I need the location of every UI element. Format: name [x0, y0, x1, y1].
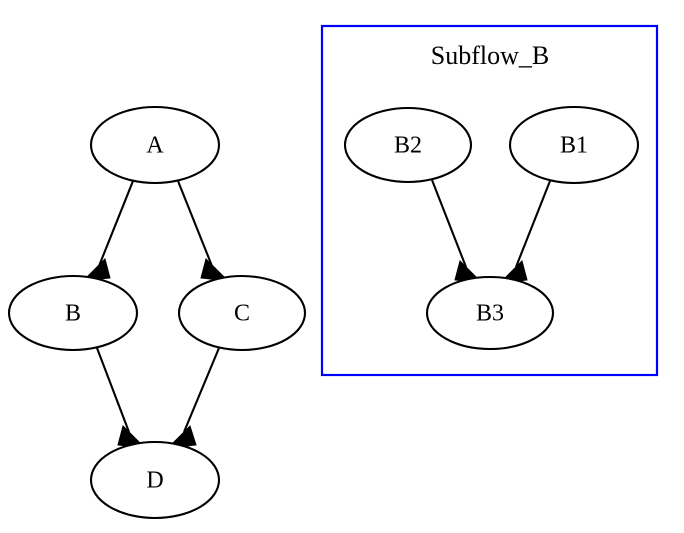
- node-b1[interactable]: B1: [508, 105, 640, 185]
- node-d-label: D: [146, 468, 163, 494]
- node-b3-ellipse: [425, 275, 555, 351]
- edge-a-to-b-line: [98, 180, 134, 267]
- edge-b-to-d[interactable]: [96, 347, 147, 449]
- edge-b-to-d-line: [96, 347, 130, 433]
- node-c-label: C: [234, 301, 250, 327]
- edge-b2-to-b3-line: [431, 179, 467, 268]
- node-b2[interactable]: B2: [343, 106, 473, 184]
- cluster-border-rect: [320, 24, 659, 377]
- edge-c-to-d[interactable]: [166, 347, 220, 449]
- node-d[interactable]: D: [89, 440, 221, 520]
- edge-a-to-b[interactable]: [81, 180, 134, 282]
- node-a-ellipse: [89, 105, 221, 185]
- edge-c-to-d-line: [183, 347, 220, 433]
- node-c[interactable]: C: [177, 274, 307, 352]
- edge-a-to-c-line: [177, 180, 213, 267]
- node-b3[interactable]: B3: [425, 275, 555, 351]
- node-b1-label: B1: [560, 133, 588, 159]
- node-b-label: B: [65, 301, 81, 327]
- node-group: A B C D B2 B1: [7, 105, 640, 520]
- edge-a-to-c[interactable]: [177, 180, 230, 282]
- node-b2-ellipse: [343, 106, 473, 184]
- edge-b2-to-b3[interactable]: [431, 179, 484, 284]
- edge-b1-to-b3-line: [515, 180, 551, 268]
- node-a[interactable]: A: [89, 105, 221, 185]
- node-b2-label: B2: [394, 133, 422, 159]
- node-c-ellipse: [177, 274, 307, 352]
- node-b-ellipse: [7, 274, 139, 352]
- cluster-subflow-b[interactable]: Subflow_B: [320, 24, 659, 377]
- node-a-label: A: [146, 133, 164, 159]
- node-b1-ellipse: [508, 105, 640, 185]
- node-d-ellipse: [89, 440, 221, 520]
- edge-b1-to-b3[interactable]: [498, 180, 551, 284]
- cluster-label-subflow-b: Subflow_B: [431, 41, 549, 70]
- node-b3-label: B3: [476, 301, 504, 327]
- node-b[interactable]: B: [7, 274, 139, 352]
